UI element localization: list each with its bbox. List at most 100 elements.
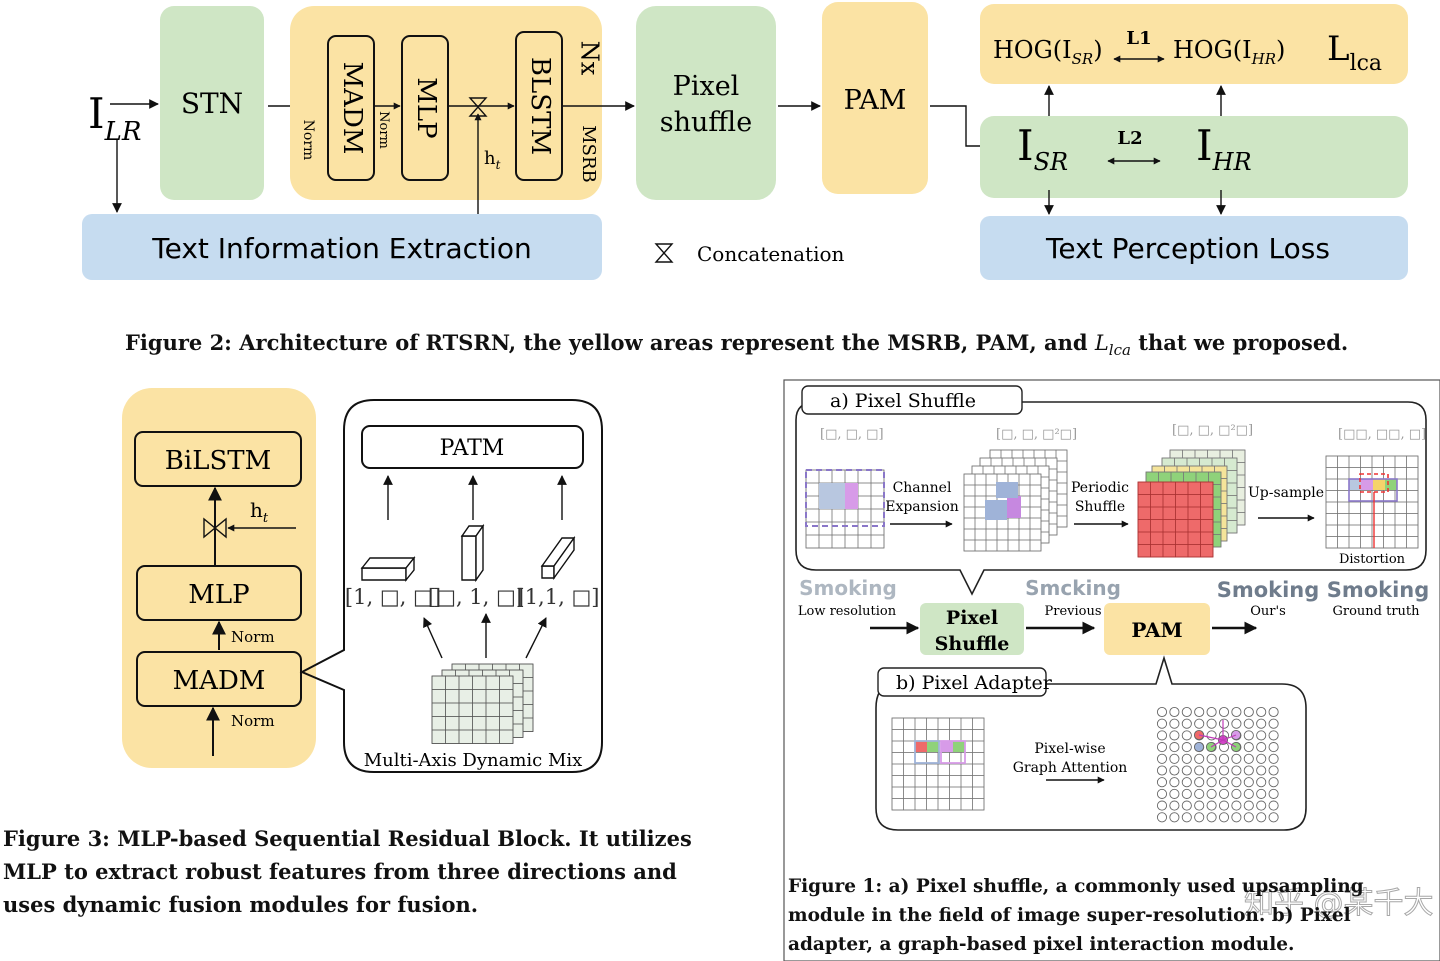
label-ours: Our's [1250, 604, 1286, 619]
lca-label: Llca [1327, 29, 1382, 76]
hog-hr-label: HOG(IHR) [1173, 36, 1285, 68]
periodic-shuffle-line2: Shuffle [1075, 499, 1125, 515]
pam-label: PAM [844, 85, 907, 116]
bilstm-label: BiLSTM [165, 446, 271, 476]
dim-4: [□□, □□, □] [1338, 427, 1426, 442]
pixel-shuffle-box-line1: Pixel [946, 607, 998, 629]
norm-label-fig3-1: Norm [231, 628, 275, 646]
text-info-label: Text Information Extraction [151, 232, 531, 265]
concat-legend-label: Concatenation [697, 242, 845, 266]
stn-block [160, 6, 264, 200]
madm-label-fig3: MADM [173, 666, 266, 696]
msrb-label: MSRB [578, 125, 599, 183]
cuboid-depth [540, 535, 576, 581]
expanded-grid-icon [963, 449, 1068, 552]
arrow-mix-to-branch3 [525, 617, 547, 659]
label-ground-truth: Ground truth [1332, 604, 1420, 619]
text-perception-label: Text Perception Loss [1045, 232, 1330, 265]
isr-label: ISR [1017, 121, 1068, 176]
word-ground-truth: Smoking [1327, 578, 1430, 602]
figure-2-caption: Figure 2: Architecture of RTSRN, the yel… [125, 330, 1425, 359]
caption2-suffix: that we proposed. [1138, 330, 1349, 355]
watermark-text: 知乎 @某千大 [1244, 886, 1434, 921]
text-perception-block [980, 216, 1408, 280]
text-info-block [82, 214, 602, 280]
norm-label-2: Norm [376, 111, 391, 149]
word-ours: Smoking [1217, 578, 1320, 602]
cuboid-horizontal [360, 556, 416, 582]
mlp-box-fig3 [136, 565, 302, 621]
mix-label: Multi-Axis Dynamic Mix [364, 750, 583, 771]
panel-a-tab [801, 385, 1023, 415]
pixel-shuffle-box-line2: Shuffle [935, 633, 1010, 655]
mlp-label: MLP [411, 77, 441, 138]
input-grid-icon [805, 469, 885, 549]
dim-3: [□, □, □²□] [1172, 423, 1253, 438]
msrb-block [290, 6, 602, 200]
msrb-detail-block [122, 388, 316, 768]
pixel-shuffle-block [636, 6, 776, 200]
patm-box [361, 425, 584, 469]
pixel-shuffle-box [920, 603, 1024, 655]
word-previous: Smcking [1025, 576, 1121, 600]
stn-label: STN [181, 87, 243, 120]
panel-b-title: b) Pixel Adapter [896, 672, 1053, 694]
channel-expansion-line2: Expansion [885, 499, 959, 515]
panel-a-bubble [795, 401, 1427, 596]
upsampled-grid-icon [1325, 455, 1419, 549]
input-lr-label: ILR [88, 89, 141, 147]
l1-label: L1 [1126, 28, 1151, 49]
sr-hr-block [980, 116, 1408, 198]
word-low-resolution: Smoking [799, 576, 897, 600]
ht-label-fig3: ht [250, 498, 269, 526]
caption2-prefix: Figure 2: Architecture of RTSRN, the yel… [125, 330, 1088, 355]
figure-3-msrb: BiLSTM ht MLP Norm MADM Norm PATM [122, 388, 603, 773]
pam-block [822, 2, 928, 194]
pam-box-fig1-label: PAM [1131, 618, 1182, 642]
figure-2-architecture: ILR STN Norm MADM Norm MLP ht BLSTM Nx M… [82, 2, 1408, 280]
mlp-label-fig3: MLP [188, 580, 249, 610]
figure-3-caption: Figure 3: MLP-based Sequential Residual … [3, 826, 692, 917]
channel-expansion-line1: Channel [893, 480, 952, 496]
ihr-label: IHR [1196, 121, 1252, 176]
madm-detail-callout [299, 399, 603, 773]
hog-block [980, 4, 1408, 84]
upsample-label: Up-sample [1248, 485, 1324, 501]
ht-label: ht [484, 148, 501, 172]
hog-sr-label: HOG(ISR) [993, 36, 1103, 68]
blstm-label: BLSTM [525, 57, 555, 155]
dim-label-1: [1, □, □] [345, 585, 441, 609]
pixel-shuffle-line1: Pixel [673, 71, 740, 102]
multi-axis-grid-icon [431, 663, 534, 744]
concat-symbol-fig3 [203, 517, 227, 539]
cuboid-vertical [460, 523, 485, 583]
bilstm-box [134, 431, 302, 487]
panel-b-tab [877, 667, 1047, 697]
concat-legend-icon [654, 243, 674, 263]
madm-box-fig3 [136, 651, 302, 707]
l2-label: L2 [1117, 128, 1142, 149]
concat-symbol [468, 97, 488, 117]
distortion-label: Distortion [1339, 552, 1406, 567]
dim-label-3: [1,1, □] [517, 585, 600, 609]
arrow-mix-to-branch1 [423, 617, 443, 659]
norm-label-1: Norm [300, 120, 316, 161]
gat-line2: Graph Attention [1013, 760, 1128, 776]
feature-grid-icon [891, 717, 985, 811]
dim-label-2: [□, 1, □] [428, 585, 524, 609]
mlp-box [401, 35, 449, 181]
pam-box-fig1 [1104, 603, 1210, 655]
caption2-symbol: Llca [1094, 331, 1131, 360]
madm-label: MADM [337, 62, 367, 155]
label-previous: Previous [1044, 604, 1101, 619]
figure-1-caption: Figure 1: a) Pixel shuffle, a commonly u… [788, 876, 1364, 955]
periodic-shuffle-line1: Periodic [1071, 480, 1129, 496]
channel-stack-icon [1137, 449, 1246, 558]
graph-nodes-icon [1156, 706, 1279, 823]
figure-1-pixel-adapter: a) Pixel Shuffle [□, □, □] [□, □, □²□] [… [783, 379, 1440, 961]
gat-line1: Pixel-wise [1034, 741, 1105, 757]
dim-2: [□, □, □²□] [996, 427, 1077, 442]
dim-1: [□, □, □] [820, 427, 884, 442]
norm-label-fig3-2: Norm [231, 712, 275, 730]
